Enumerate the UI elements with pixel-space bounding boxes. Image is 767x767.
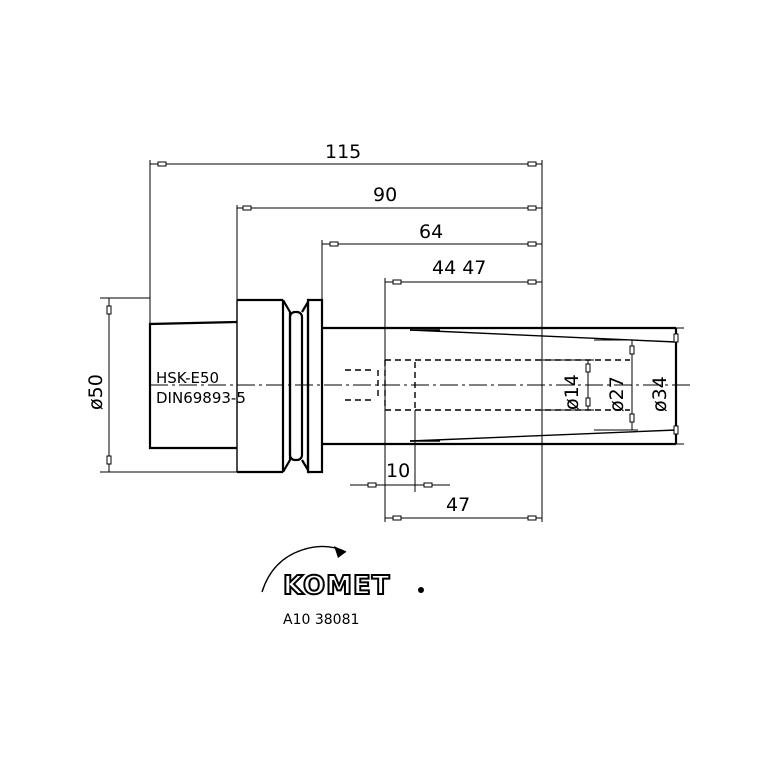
- dimension-lines-bottom: [350, 410, 542, 521]
- dimension-dia-50: [100, 297, 237, 473]
- logo-text: KOMET: [283, 571, 390, 601]
- komet-logo: KOMET: [261, 545, 424, 602]
- dim-dia-14: ø14: [561, 374, 583, 410]
- standard-label: DIN69893-5: [156, 389, 246, 407]
- dim-115: 115: [325, 141, 361, 163]
- dim-dia-27: ø27: [606, 376, 628, 412]
- dim-10: 10: [386, 460, 410, 482]
- dim-dia-50: ø50: [85, 374, 107, 410]
- dim-44-47: 44 47: [432, 257, 486, 279]
- dim-dia-34: ø34: [649, 376, 671, 412]
- dim-90: 90: [373, 184, 397, 206]
- dimension-dia-right: [540, 327, 684, 445]
- dim-64: 64: [419, 221, 443, 243]
- dim-47: 47: [446, 494, 470, 516]
- dimension-lines-top: [149, 160, 543, 522]
- part-number: A10 38081: [283, 612, 359, 628]
- interface-label: HSK-E50: [156, 369, 219, 387]
